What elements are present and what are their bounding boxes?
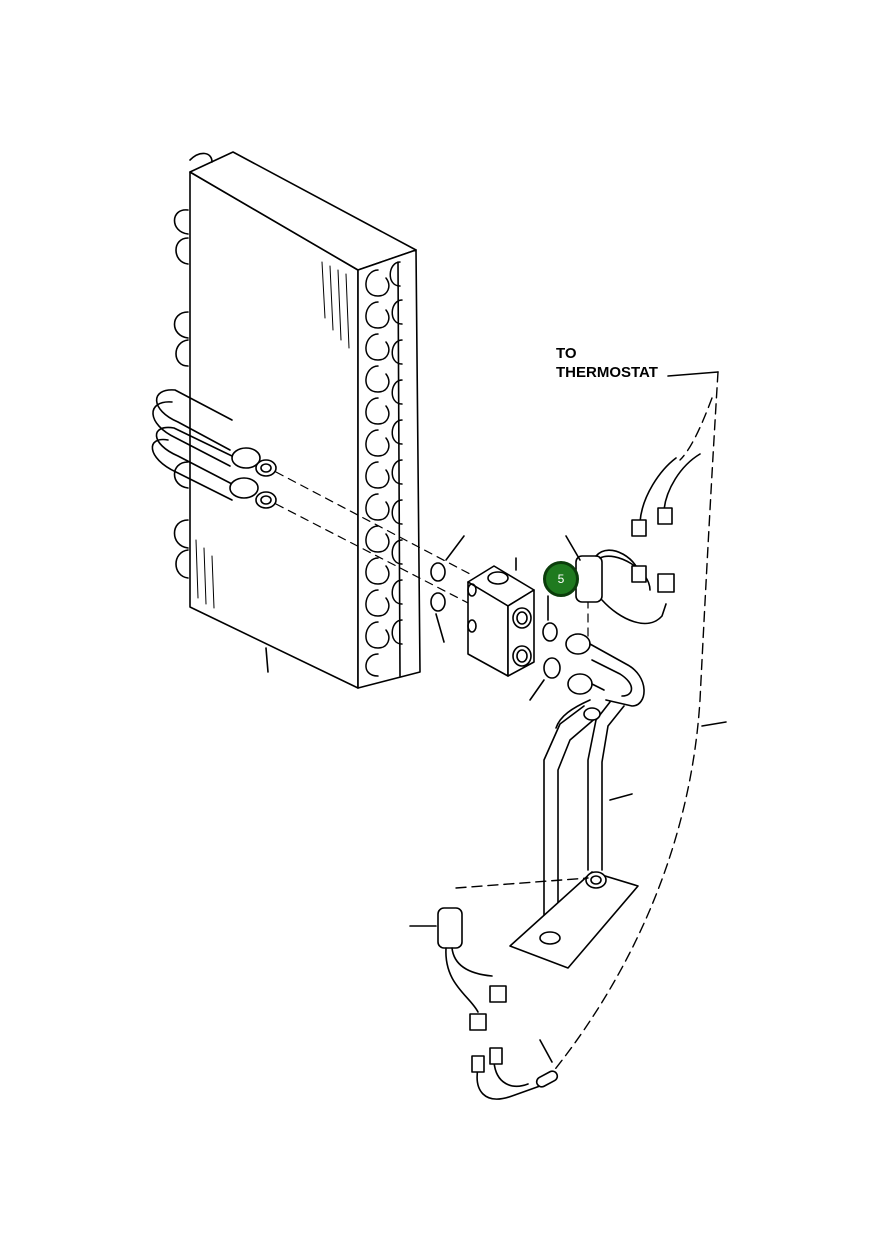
callout-number: 5 [557, 572, 565, 586]
thermostat-cable [455, 371, 719, 1079]
evaporator-coil [151, 151, 421, 689]
left-return-bends [173, 152, 213, 579]
low-pressure-switch [409, 907, 507, 1031]
o-rings-right [529, 595, 561, 701]
thermostat-label-line1: TO [556, 345, 577, 362]
thermostat-sensor [471, 1039, 559, 1100]
o-rings-left [430, 535, 465, 643]
cable-leader-line [701, 721, 727, 727]
mounting-bracket [509, 871, 639, 969]
thermostat-connectors-top [631, 453, 701, 537]
alignment-lines [275, 471, 589, 637]
pressure-switch [565, 535, 675, 625]
thermostat-leader-line [667, 371, 719, 377]
thermostat-label-line2: THERMOSTAT [556, 364, 658, 381]
expansion-valve [467, 557, 535, 677]
coil-flare-fittings [229, 447, 277, 509]
suction-tubes [543, 633, 645, 939]
coil-leader-line [265, 647, 269, 673]
coil-inlet-outlet-tubes [151, 389, 233, 501]
tube-fitting [583, 707, 601, 721]
callout-badge-5[interactable]: 5 [543, 561, 579, 597]
right-return-bends [365, 261, 403, 677]
